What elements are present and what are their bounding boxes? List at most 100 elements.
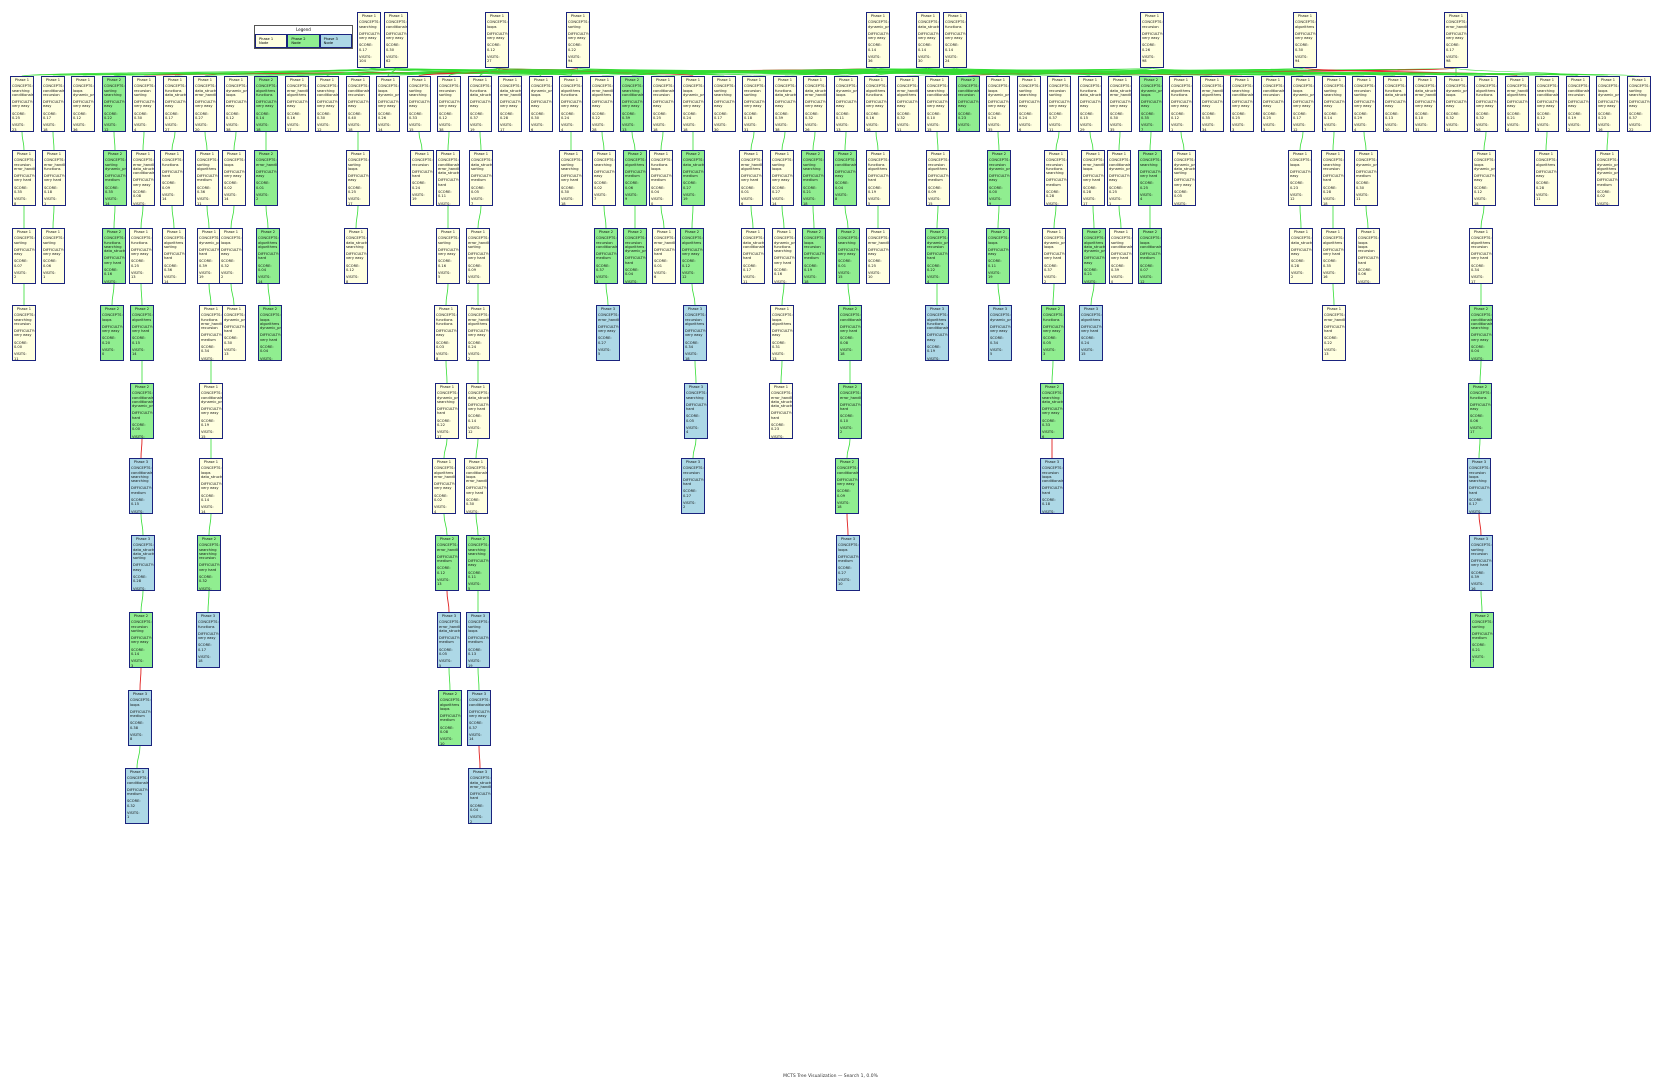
- node-difficulty-label: DIFFICULTY:: [1470, 402, 1491, 407]
- node-concept: dynamic_programming: [1084, 249, 1105, 254]
- node-concept: searching: [927, 88, 945, 93]
- node-score-label: SCORE:: [625, 268, 639, 273]
- node-visits: 15: [927, 127, 932, 132]
- node-concept: functions: [868, 162, 885, 167]
- node-difficulty-label: DIFFICULTY:: [132, 411, 153, 416]
- node-visits: 12: [1140, 279, 1145, 284]
- node-concepts-label: CONCEPTS:: [958, 84, 979, 89]
- node-concepts-label: CONCEPTS:: [840, 313, 861, 318]
- node-visits-label: VISITS:: [594, 193, 607, 198]
- node-concepts-label: CONCEPTS:: [1474, 158, 1495, 163]
- node-difficulty: medium: [1356, 174, 1371, 179]
- node-phase-label: Phase 1: [348, 230, 364, 234]
- node-concepts-label: CONCEPTS:: [654, 236, 675, 241]
- node-difficulty-label: DIFFICULTY:: [198, 631, 219, 636]
- node-score: 0.14: [945, 47, 954, 52]
- node-concepts-label: CONCEPTS:: [594, 158, 615, 163]
- tree-node: Phase 2CONCEPTS:error_handlingDIFFICULTY…: [254, 150, 278, 206]
- node-concept: dynamic_programming: [683, 92, 704, 97]
- node-phase-label: Phase 1: [472, 78, 488, 82]
- node-concepts-label: CONCEPTS:: [686, 391, 707, 396]
- node-phase-label: Phase 3: [840, 537, 856, 541]
- node-concepts-label: CONCEPTS:: [1446, 84, 1467, 89]
- tree-edge: [111, 283, 115, 306]
- tree-edge: [140, 513, 144, 536]
- node-score-label: SCORE:: [348, 111, 362, 116]
- node-score: 0.24: [468, 345, 477, 350]
- node-difficulty-label: DIFFICULTY:: [346, 252, 367, 257]
- tree-edge: [445, 360, 448, 384]
- node-difficulty: medium: [1472, 636, 1487, 641]
- node-visits-label: VISITS:: [1081, 348, 1094, 353]
- node-concepts-label: CONCEPTS:: [133, 543, 154, 548]
- node-difficulty-label: DIFFICULTY:: [378, 100, 399, 105]
- node-visits-label: VISITS:: [1507, 123, 1520, 128]
- tree-edge: [844, 131, 847, 151]
- node-concepts-label: CONCEPTS:: [1471, 543, 1492, 548]
- node-score-label: SCORE:: [1536, 181, 1550, 186]
- node-difficulty-label: DIFFICULTY:: [221, 247, 242, 252]
- node-score: 0.16: [866, 116, 875, 121]
- node-concept: loops: [772, 166, 782, 171]
- node-phase-label: Phase 3: [687, 307, 703, 311]
- node-phase-label: Phase 2: [839, 460, 855, 464]
- node-visits-label: VISITS:: [162, 193, 175, 198]
- node-concepts-label: CONCEPTS:: [43, 236, 64, 241]
- node-difficulty-label: DIFFICULTY:: [1084, 256, 1105, 261]
- node-phase-label: Phase 1: [1173, 78, 1189, 82]
- node-visits: 3: [1263, 127, 1266, 132]
- node-score-label: SCORE:: [317, 111, 331, 116]
- tree-edge: [1053, 205, 1057, 229]
- node-score-label: SCORE:: [683, 489, 697, 494]
- node-visits-label: VISITS:: [133, 586, 146, 591]
- node-difficulty: medium: [1046, 182, 1061, 187]
- node-visits: 7: [471, 201, 474, 206]
- node-visits: 3: [1043, 352, 1046, 357]
- node-difficulty: very hard: [104, 260, 122, 265]
- node-concepts-label: CONCEPTS:: [468, 313, 489, 318]
- tree-edge: [692, 438, 697, 459]
- node-visits: 36: [868, 59, 873, 64]
- node-visits-label: VISITS:: [258, 275, 271, 280]
- node-concept: loops: [1140, 240, 1150, 245]
- node-difficulty: very easy: [201, 486, 219, 491]
- node-difficulty: easy: [409, 104, 418, 109]
- node-difficulty: hard: [1323, 178, 1332, 183]
- node-difficulty: easy: [1141, 104, 1150, 109]
- tree-edge: [660, 205, 665, 229]
- node-phase-label: Phase 3: [471, 692, 487, 696]
- node-phase-label: Phase 1: [947, 14, 963, 18]
- node-concept: recursion: [1263, 92, 1280, 97]
- node-concepts-label: CONCEPTS:: [468, 391, 489, 396]
- node-score: 0.05: [1174, 194, 1183, 199]
- node-concept: dynamic_programming: [105, 166, 126, 171]
- node-concept: searching: [199, 547, 217, 552]
- node-visits: 7: [1141, 127, 1144, 132]
- node-difficulty: easy: [256, 174, 265, 179]
- node-concept: recursion: [14, 162, 31, 167]
- node-difficulty-label: DIFFICULTY:: [434, 482, 455, 487]
- node-visits: 18: [198, 659, 203, 664]
- node-phase-label: Phase 1: [441, 78, 457, 82]
- node-visits: 7: [594, 197, 597, 202]
- node-difficulty: very easy: [866, 104, 884, 109]
- node-phase-label: Phase 3: [685, 460, 701, 464]
- tree-edge: [1480, 205, 1485, 229]
- node-difficulty-label: DIFFICULTY:: [470, 100, 491, 105]
- node-phase-label: Phase 1: [411, 78, 427, 82]
- node-concept: searching: [346, 244, 364, 249]
- node-concept: algorithms: [868, 166, 888, 171]
- node-score-label: SCORE:: [131, 647, 145, 652]
- node-concept: dynamic_programming: [868, 24, 889, 29]
- node-concept: loops: [651, 166, 661, 171]
- node-phase-label: Phase 1: [167, 78, 183, 82]
- node-concept: sorting: [348, 162, 361, 167]
- node-phase-label: Phase 2: [439, 537, 455, 541]
- node-score: 0.12: [437, 570, 446, 575]
- node-concept: searching: [622, 88, 640, 93]
- node-concept: dynamic_programming: [224, 317, 245, 322]
